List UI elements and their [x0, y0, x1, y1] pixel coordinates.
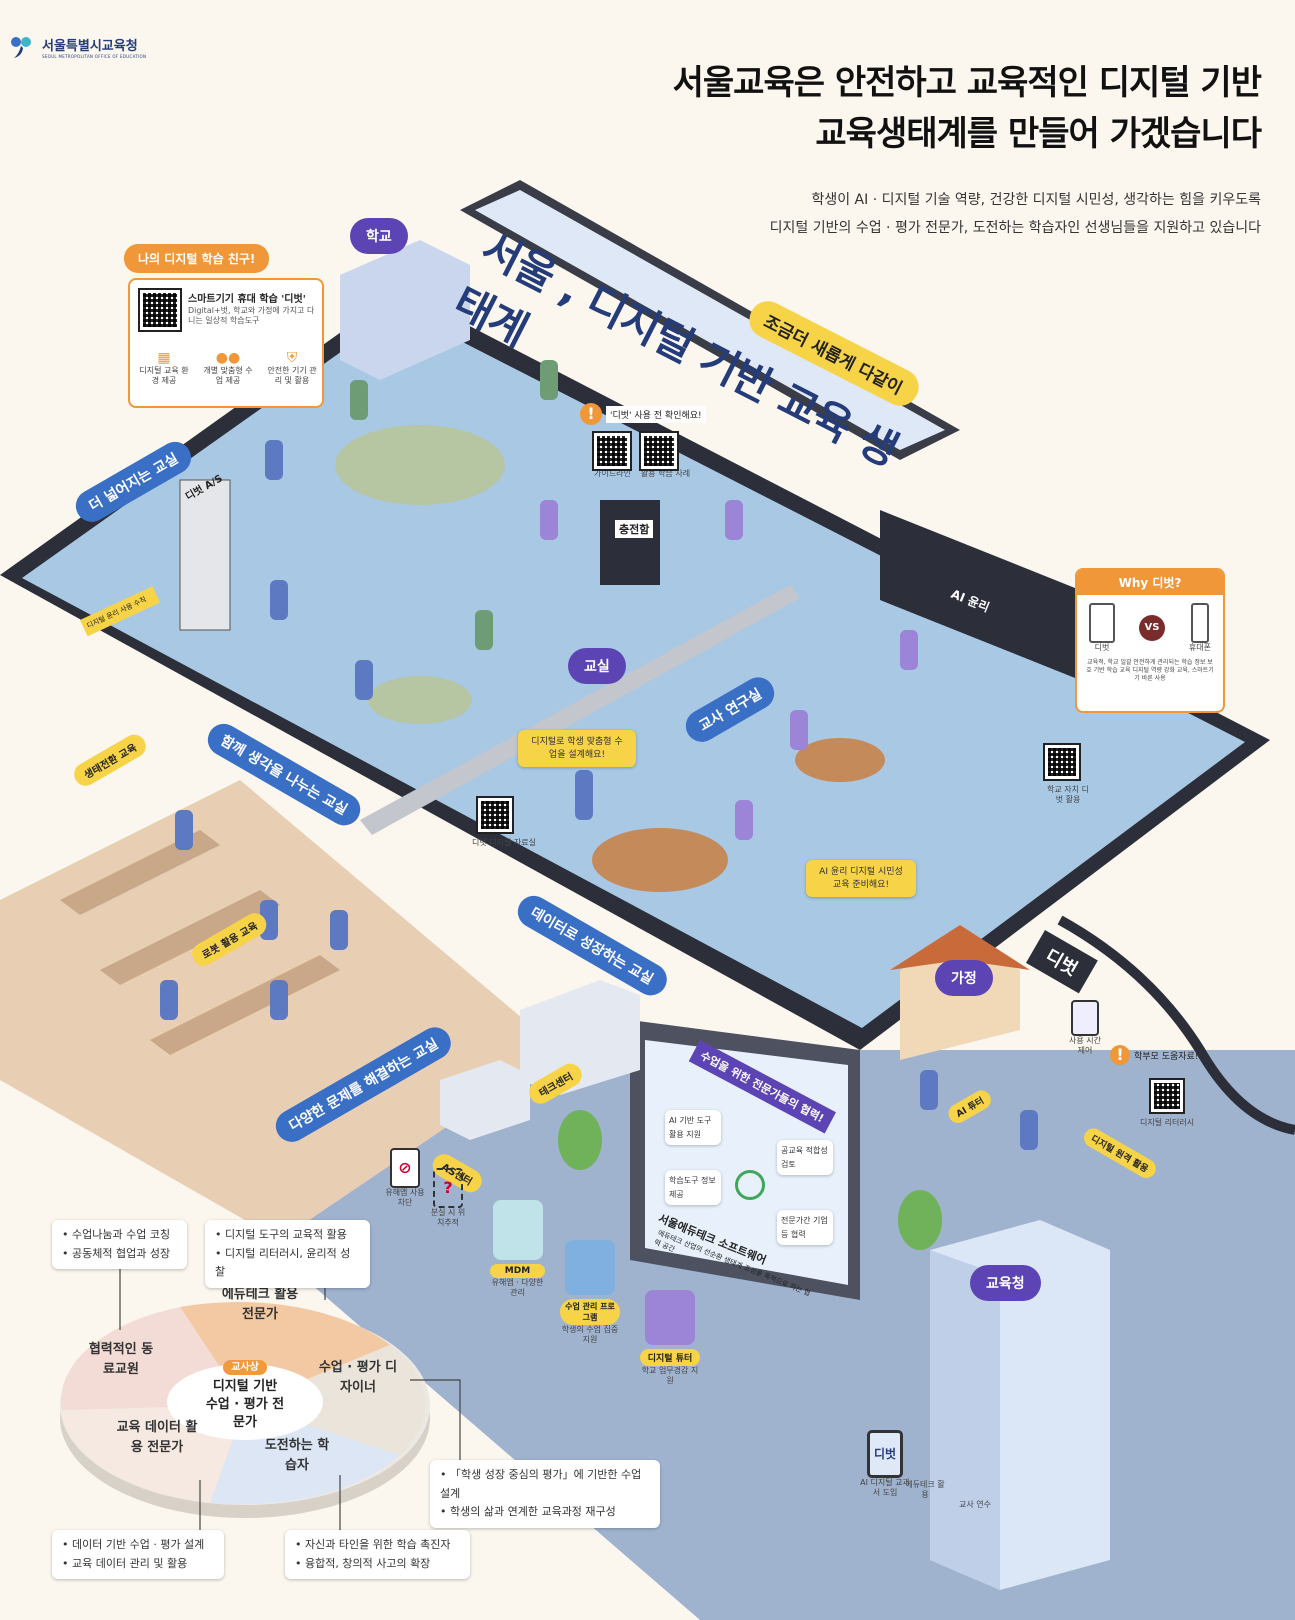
swap-arrows-icon: [645, 1290, 695, 1345]
place-classroom-tag: 교실: [568, 648, 626, 684]
ai-textbook: 디벗 AI 디지털 교과서 도입: [860, 1430, 910, 1499]
subtitle-line-1: 학생이 AI · 디지털 기술 역량, 건강한 디지털 시민성, 생각하는 힘을…: [811, 192, 1261, 208]
edutech-use: 에듀테크 활용: [905, 1480, 945, 1500]
isometric-scene-art: [0, 180, 1295, 1620]
segment-data-expert: 교육 데이터 활용 전문가: [116, 1420, 198, 1455]
dibut-compare: 디벗: [1088, 603, 1115, 653]
org-logo: 서울특별시교육청 SEOUL METROPOLITAN OFFICE OF ED…: [8, 34, 146, 60]
friend-item: ●● 개별 맞춤형 수업 제공: [200, 350, 256, 387]
people-icon: ●●: [215, 350, 241, 366]
place-office-tag: 교육청: [970, 1265, 1041, 1301]
illustration-scene: [0, 180, 1295, 1620]
segment-collab: 협력적인 동료교원: [88, 1342, 154, 1377]
teacher-model-center: 교사상 디지털 기반 수업 · 평가 전문가: [205, 1355, 285, 1433]
mdm-shield-icon: [492, 1200, 543, 1260]
mdm-service[interactable]: MDM 유해앱 · 다양한 관리: [490, 1200, 545, 1299]
friend-card-head-wrap: 나의 디지털 학습 친구!: [124, 244, 270, 273]
check-head: '디벗' 사용 전 확인해요!: [606, 405, 706, 423]
center-tag: 교사상: [223, 1360, 267, 1375]
digital-tutor-service[interactable]: 디지털 튜터 학교 업무경감 지원: [640, 1290, 700, 1387]
page-subtitle: 학생이 AI · 디지털 기술 역량, 건강한 디지털 시민성, 생각하는 힘을…: [770, 186, 1261, 242]
check-qr-row: 가이드라인 활용 학습 사례: [592, 431, 710, 479]
ai-box-3: 공교육 적합성 검토: [777, 1140, 833, 1176]
why-card-head: Why 디벗?: [1077, 570, 1223, 595]
friend-item: ⛨ 안전한 기기 관리 및 활용: [264, 350, 320, 387]
title-line-2: 교육생태계를 만들어 가겠습니다: [815, 114, 1262, 154]
check-head-row: ! '디벗' 사용 전 확인해요!: [580, 403, 710, 425]
title-line-1: 서울교육은 안전하고 교육적인 디지털 기반: [672, 63, 1262, 103]
office-emblem-icon: [11, 37, 31, 58]
block-icon: ⊘: [390, 1148, 420, 1188]
monitor-icon: [565, 1240, 615, 1295]
dibut-friend-card: 나의 디지털 학습 친구! 스마트기기 휴대 학습 '디벗' Digital+벗…: [124, 244, 324, 408]
digital-literacy-qr-block[interactable]: 디지털 리터러시: [1140, 1078, 1194, 1128]
place-home-tag: 가정: [935, 960, 993, 996]
ai-ethics-note: AI 윤리 디지털 시민성교육 준비해요!: [806, 860, 916, 898]
versus-badge: VS: [1138, 615, 1165, 642]
ai-box-4: 전문가간 기업 등 협력: [777, 1210, 833, 1246]
dibut-device-icon: 디벗: [867, 1430, 903, 1478]
friend-card-items: ▦ 디지털 교육 환경 제공 ●● 개별 맞춤형 수업 제공 ⛨ 안전한 기기 …: [136, 350, 320, 387]
phone-icon: [1190, 603, 1209, 643]
why-compare-row: 디벗 VS 휴대폰: [1077, 603, 1223, 653]
subtitle-line-2: 디지털 기반의 수업 · 평가 전문가, 도전하는 학습자인 선생님들을 지원하…: [769, 220, 1261, 236]
place-school-tag: 학교: [350, 218, 408, 254]
ai-box-1: AI 기반 도구 활용 지원: [665, 1110, 721, 1146]
teacher-training: 교사 연수: [959, 1500, 991, 1509]
friend-card-title: 스마트기기 휴대 학습 '디벗': [188, 294, 306, 305]
note-learner: • 자신과 타인을 위한 학습 촉진자 • 융합적, 창의적 사고의 확장: [285, 1530, 470, 1580]
note-collab: • 수업나눔과 수업 코칭 • 공동체적 협업과 성장: [52, 1220, 187, 1270]
note-data: • 데이터 기반 수업 · 평가 설계 • 교육 데이터 관리 및 활용: [52, 1530, 224, 1580]
edutech-monitor-content: AI 기반 도구 활용 지원 학습도구 정보 제공 공교육 적합성 검토 전문가…: [665, 1110, 835, 1260]
friend-item: ▦ 디지털 교육 환경 제공: [136, 350, 192, 387]
dibut-check-card: ! '디벗' 사용 전 확인해요! 가이드라인 활용 학습 사례: [580, 403, 710, 479]
case-study-qr[interactable]: 활용 학습 사례: [638, 431, 690, 479]
info-alert-icon: !: [1110, 1045, 1130, 1065]
page-title: 서울교육은 안전하고 교육적인 디지털 기반 교육생태계를 만들어 가겠습니다: [672, 58, 1262, 160]
question-icon: ?: [433, 1168, 463, 1208]
friend-card-head: 나의 디지털 학습 친구!: [124, 244, 270, 273]
why-card-desc: 교육적, 학교 일괄 안전하게 관리되는 학습 정보 보호 기반 학습 교육 디…: [1086, 659, 1214, 682]
school-dibut[interactable]: 학교 자치 디벗 활용: [1043, 743, 1089, 806]
guideline-qr[interactable]: 가이드라인: [592, 431, 632, 479]
usage-limit: 사용 시간 제어: [1065, 1000, 1105, 1057]
shield-icon: ⛨: [286, 350, 298, 366]
segment-learner: 도전하는 학습자: [264, 1438, 330, 1473]
harmful-block: ⊘ 유해앱 사용 차단: [385, 1148, 425, 1209]
note-edutech: • 디지털 도구의 교육적 활용 • 디지털 리터러시, 윤리적 성찰: [205, 1220, 370, 1289]
org-name: 서울특별시교육청: [42, 39, 138, 54]
segment-design: 수업 · 평가 디자이너: [318, 1360, 398, 1395]
parent-help: ! 학부모 도움자료!: [1110, 1045, 1198, 1065]
charger-label: 충전함: [615, 520, 654, 538]
center-text: 디지털 기반 수업 · 평가 전문가: [205, 1379, 285, 1431]
phone-compare: 휴대폰: [1189, 603, 1211, 653]
friend-card-qr[interactable]: [138, 288, 182, 332]
tablet-icon: [1088, 603, 1115, 643]
why-dibut-card: Why 디벗? 디벗 VS 휴대폰 교육적, 학교 일괄 안전하게 관리되는 학…: [1075, 568, 1225, 713]
ai-box-2: 학습도구 정보 제공: [665, 1170, 721, 1206]
org-name-en: SEOUL METROPOLITAN OFFICE OF EDUCATION: [42, 54, 147, 59]
school-dibut-qr[interactable]: [1043, 743, 1081, 781]
friend-card-desc: Digital+벗, 학교와 가정에 가지고 다니는 일상적 학습도구: [188, 306, 315, 326]
design-class-note: 디지털로 학생 맞춤형 수업을 설계해요!: [518, 730, 636, 768]
edutech-logo-icon: [735, 1170, 765, 1200]
dibut-materials[interactable]: 디벗 디지털 자료실: [472, 796, 536, 848]
segment-edutech-expert: 에듀테크 활용 전문가: [221, 1287, 299, 1322]
note-design: • 「학생 성장 중심의 평가」에 기반한 수업설계 • 학생의 삶과 연계한 …: [430, 1460, 660, 1529]
materials-qr[interactable]: [476, 796, 514, 834]
document-icon: ▦: [157, 350, 171, 366]
warning-icon: !: [580, 403, 602, 425]
literacy-qr[interactable]: [1149, 1078, 1186, 1114]
class-program-service[interactable]: 수업 관리 프로그램 학생의 수업 집중 지원: [560, 1240, 620, 1346]
lock-icon: [1071, 1000, 1099, 1036]
lost-tracking: ? 분실 시 위치추적: [428, 1168, 468, 1229]
